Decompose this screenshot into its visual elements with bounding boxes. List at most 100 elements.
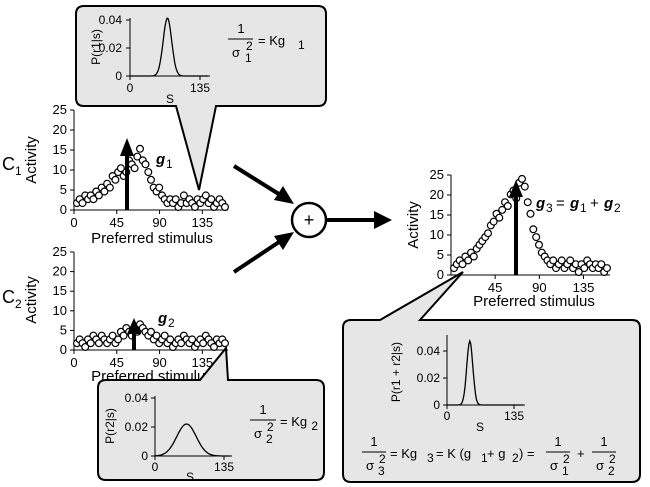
neuron-response-point [144, 168, 153, 177]
neuron-response-point [114, 335, 123, 344]
callout-bottom-xtick: 0 [152, 460, 159, 474]
sum-ytick-label: 0 [437, 267, 444, 282]
c2-xtick-label: 0 [70, 355, 77, 370]
eq-lhs-superscript: 2 [379, 452, 386, 466]
neuron-response-point [147, 175, 156, 184]
panel-c1-arrowhead [120, 138, 134, 156]
neuron-response-point [141, 160, 150, 169]
panel-c2-vector-label: g [157, 310, 167, 327]
callout-bottom-likelihood-curve [155, 423, 230, 457]
eq-plus-terms: + [577, 446, 585, 461]
formula-rhs-subscript: 1 [298, 38, 305, 52]
eq-k-plus: + g [487, 446, 505, 461]
eq-f1-numerator: 1 [554, 434, 561, 449]
panel-c2-ylabel: Activity [23, 276, 40, 324]
callout-bottom-xtick: 135 [214, 460, 234, 474]
panel-sum-arrowhead [509, 180, 523, 197]
panel-c2-vector-sub: 2 [168, 316, 175, 330]
c1-xtick-label: 135 [191, 215, 213, 230]
neuron-response-point [580, 264, 589, 273]
c2-ytick-label: 25 [53, 244, 67, 259]
c2-ytick-label: 15 [53, 283, 67, 298]
panel-c1-vector-label: g [155, 151, 165, 168]
eq-f2-denominator: σ [596, 458, 604, 473]
callout-top-likelihood-curve [130, 17, 208, 77]
callout-right-mini-plot: 0 0.02 0.04 0 135 S P(r1 + r2|s) [389, 335, 525, 434]
neuron-response-point [526, 209, 535, 218]
sum-ytick-label: 15 [430, 207, 444, 222]
arrow-c1-head [274, 186, 294, 204]
neuron-response-point [602, 264, 611, 273]
neuron-response-point [86, 339, 95, 348]
neuron-response-point [130, 164, 139, 173]
neuron-response-point [574, 268, 583, 277]
sum-ytick-label: 25 [430, 167, 444, 182]
eq-lhs-numerator: 1 [370, 434, 377, 449]
neuron-response-point [177, 339, 186, 348]
neuron-response-point [221, 203, 230, 212]
neuron-response-point [458, 260, 467, 269]
c1-ytick-label: 25 [53, 102, 67, 117]
callout-right-xtick: 135 [504, 409, 524, 423]
c1-ytick-label: 15 [53, 142, 67, 157]
neuron-response-point [199, 339, 208, 348]
neuron-response-point [517, 174, 526, 183]
neuron-response-point [464, 256, 473, 265]
callout-bottom-ytick: 0.04 [125, 391, 149, 405]
sum-ytick-label: 20 [430, 187, 444, 202]
neuron-response-point [210, 343, 219, 352]
callout-bottom-mini-plot: 0 0.02 0.04 0 135 S P(r2|s) [103, 391, 234, 484]
arrow-c1-to-sum [232, 164, 284, 198]
c2-ytick-label: 0 [60, 342, 67, 357]
neuron-response-point [495, 213, 504, 222]
formula-subscript: 1 [245, 51, 252, 65]
c1-xtick-label: 0 [70, 215, 77, 230]
neuron-response-point [469, 252, 478, 261]
neuron-response-point [534, 240, 543, 249]
neuron-response-point [166, 335, 175, 344]
callout-right-ytick: 0.04 [417, 344, 441, 358]
callout-bottom-ytick: 0 [141, 449, 148, 463]
formula-subscript: 2 [266, 432, 273, 446]
neuron-response-point [171, 195, 180, 204]
sum-ytick-label: 5 [437, 247, 444, 262]
callout-top-xtick: 135 [190, 81, 210, 95]
neuron-response-point [111, 175, 120, 184]
neuron-response-point [94, 191, 103, 200]
panel-label-c1: C [2, 154, 15, 174]
neuron-response-point [201, 191, 210, 200]
eq-middle: = Kg [390, 446, 417, 461]
neuron-response-point [221, 339, 230, 348]
panel-c1-xlabel: Preferred stimulus [91, 230, 213, 247]
formula-denominator: σ [254, 426, 262, 441]
callout-bottom-ytick: 0.02 [125, 420, 149, 434]
neuron-response-point [136, 144, 145, 153]
arrow-c2-head [274, 232, 294, 250]
neuron-response-point [597, 260, 606, 269]
eq-g3: g [535, 195, 545, 212]
panel-label-c1-sub: 1 [15, 164, 22, 178]
callout-right-likelihood-curve [447, 338, 523, 406]
callout-bottom-xlabel: S [186, 470, 194, 484]
callout-bottom-formula: 1 σ 2 2 = Kg 2 [250, 402, 318, 446]
eq-k: = K (g [436, 446, 471, 461]
callout-top-bubble [75, 5, 327, 191]
c2-ytick-label: 10 [53, 303, 67, 318]
sum-node [290, 201, 328, 239]
eq-g2-sub: 2 [614, 201, 621, 215]
panel-c1-ylabel: Activity [23, 136, 40, 184]
neuron-response-point [190, 203, 199, 212]
c2-xtick-label: 90 [152, 355, 166, 370]
formula-numerator: 1 [259, 402, 266, 417]
panel-c1-vector-sub: 1 [166, 157, 173, 171]
eq-k-sub2: 2 [512, 451, 519, 465]
callout-bottom-ylabel: P(r2|s) [103, 408, 117, 444]
c2-ytick-label: 20 [53, 264, 67, 279]
neuron-response-point [81, 343, 90, 352]
eq-f1-denominator: σ [550, 458, 558, 473]
eq-f1-superscript: 2 [563, 452, 570, 466]
neuron-response-point [89, 195, 98, 204]
callout-top-ytick: 0 [115, 69, 122, 83]
neuron-response-point [155, 183, 164, 192]
